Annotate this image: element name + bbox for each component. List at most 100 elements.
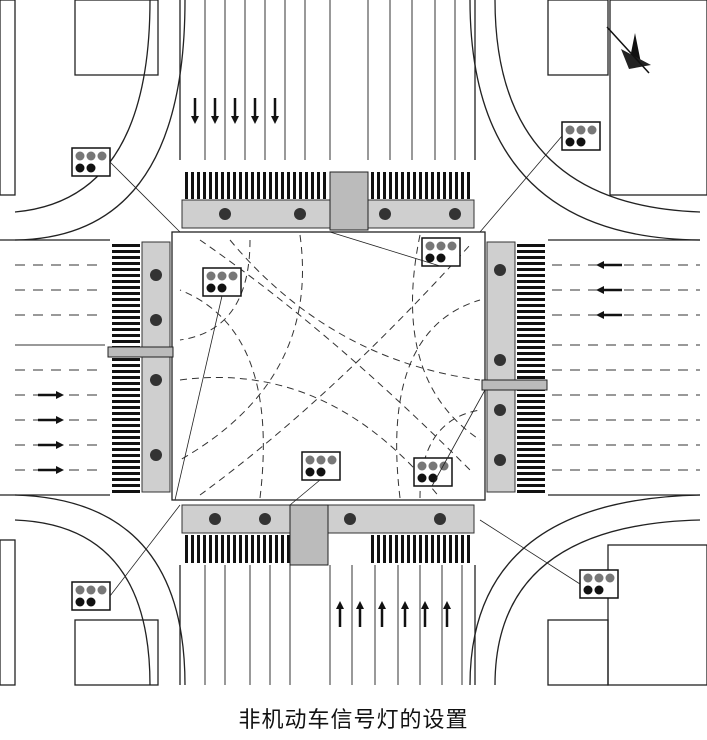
bicycle-signal-light-icon	[413, 457, 453, 487]
shrub	[209, 513, 221, 525]
crosswalk-stripe	[517, 418, 545, 421]
bicycle-crossing	[107, 346, 174, 358]
crosswalk-stripe	[112, 280, 140, 283]
crosswalk-stripe	[112, 340, 140, 343]
lane-arrow-icon	[596, 261, 622, 269]
curb-line	[14, 519, 151, 686]
figure-caption: 非机动车信号灯的设置	[238, 708, 469, 733]
shrub	[219, 208, 231, 220]
crosswalk-stripe	[517, 412, 545, 415]
crosswalk-stripe	[517, 472, 545, 475]
crosswalk-stripe	[281, 172, 284, 199]
building-block	[74, 0, 159, 76]
building-block	[609, 0, 707, 196]
lane-arrow-icon	[596, 286, 622, 294]
shrub	[150, 374, 162, 386]
crosswalk-stripe	[517, 322, 545, 325]
crosswalk-stripe	[517, 304, 545, 307]
crosswalk-stripe	[517, 370, 545, 373]
crosswalk-stripe	[227, 172, 230, 199]
crosswalk-stripe	[263, 172, 266, 199]
crosswalk-stripe	[517, 256, 545, 259]
crosswalk-stripe	[112, 418, 140, 421]
crosswalk-stripe	[112, 394, 140, 397]
leader-line	[174, 295, 223, 501]
crosswalk-stripe	[383, 172, 386, 199]
building-block	[547, 619, 609, 686]
crosswalk-stripe	[112, 424, 140, 427]
bicycle-crossing	[329, 171, 369, 231]
crosswalk-stripe	[112, 334, 140, 337]
crosswalk-stripe	[209, 172, 212, 199]
crosswalk-stripe	[299, 172, 302, 199]
crosswalk-stripe	[293, 172, 296, 199]
leader-line	[109, 504, 181, 597]
crosswalk-stripe	[431, 535, 434, 563]
crosswalk-stripe	[517, 484, 545, 487]
crosswalk-stripe	[203, 172, 206, 199]
crosswalk-stripe	[517, 310, 545, 313]
curb-line	[14, 0, 151, 213]
guide-line	[199, 244, 471, 496]
lane-markings	[15, 0, 700, 685]
leader-line	[329, 231, 441, 267]
crosswalk-stripe	[112, 262, 140, 265]
crosswalk-stripe	[112, 406, 140, 409]
bicycle-crossing	[289, 504, 329, 566]
crosswalk-stripe	[517, 334, 545, 337]
lane-arrow-icon	[251, 98, 259, 124]
crosswalk-stripe	[112, 298, 140, 301]
lane-arrow-icon	[38, 416, 64, 424]
shrub	[494, 264, 506, 276]
crosswalk-stripe	[112, 454, 140, 457]
curb-line	[494, 519, 701, 686]
crosswalk-stripe	[112, 442, 140, 445]
guide-line	[179, 234, 303, 461]
leader-line	[479, 519, 581, 585]
guide-line	[179, 239, 251, 341]
crosswalk-stripe	[112, 436, 140, 439]
crosswalk-stripe	[377, 535, 380, 563]
crosswalk-stripe	[112, 448, 140, 451]
crosswalk-stripe	[517, 454, 545, 457]
crosswalk-stripe	[215, 172, 218, 199]
shrub	[259, 513, 271, 525]
crosswalk-stripe	[227, 535, 230, 563]
crosswalk-stripe	[221, 172, 224, 199]
crosswalk-stripe	[467, 535, 470, 563]
crosswalk-stripe	[112, 430, 140, 433]
crosswalk-stripe	[517, 340, 545, 343]
crosswalk-stripe	[323, 172, 326, 199]
crosswalk-stripe	[437, 172, 440, 199]
lane-arrow-icon	[271, 98, 279, 124]
crosswalk-stripe	[197, 535, 200, 563]
leader-line	[479, 135, 563, 233]
crosswalk-stripe	[449, 172, 452, 199]
crosswalk-stripe	[112, 244, 140, 247]
bicycle-signal-light-icon	[301, 451, 341, 481]
crosswalk-stripe	[275, 535, 278, 563]
crosswalk-stripe	[239, 535, 242, 563]
crosswalk-stripe	[233, 535, 236, 563]
lane-arrow-icon	[38, 466, 64, 474]
bicycle-signal-light-icon	[421, 237, 461, 267]
crosswalk-stripe	[112, 472, 140, 475]
intersection-area	[171, 231, 486, 501]
crosswalk-stripe	[517, 346, 545, 349]
crosswalk-stripe	[251, 172, 254, 199]
crosswalk-stripe	[112, 412, 140, 415]
shrub	[150, 449, 162, 461]
crosswalk-stripe	[425, 535, 428, 563]
leader-line	[289, 479, 321, 506]
bicycle-signal-light-icon	[202, 267, 242, 297]
crosswalk-stripe	[112, 460, 140, 463]
crosswalk-stripe	[401, 172, 404, 199]
building-block	[607, 544, 707, 686]
lane-arrow-icon	[231, 98, 239, 124]
crosswalk-stripe	[112, 328, 140, 331]
crosswalk-stripe	[425, 172, 428, 199]
lane-arrow-icon	[336, 601, 344, 627]
lane-arrow-icon	[38, 391, 64, 399]
crosswalk-stripe	[251, 535, 254, 563]
crosswalk-stripe	[517, 280, 545, 283]
